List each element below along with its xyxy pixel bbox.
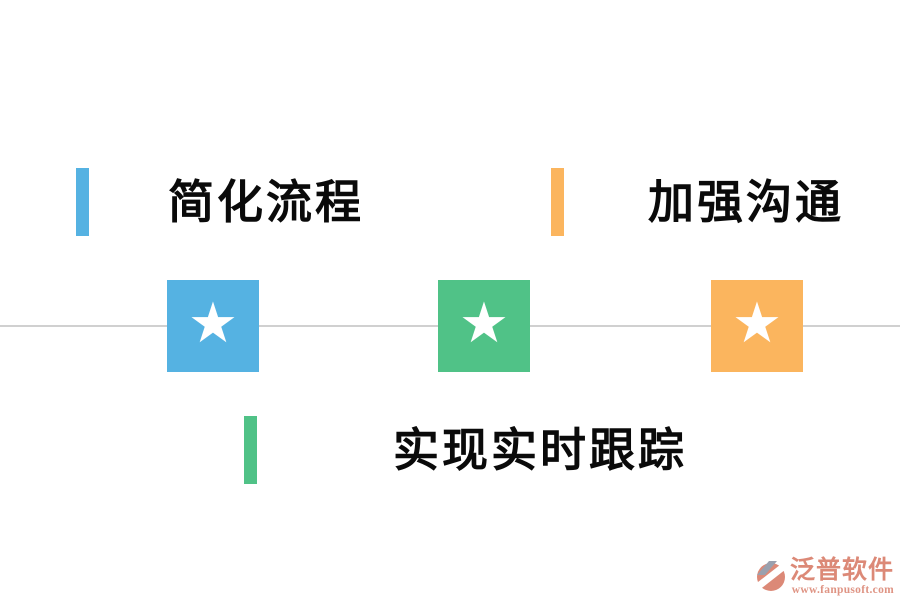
feature-label-simplify-process: 简化流程: [168, 175, 364, 229]
milestone-square-green: ★: [438, 280, 530, 372]
feature-label-realtime-tracking: 实现实时跟踪: [393, 423, 687, 477]
star-icon: ★: [458, 291, 510, 356]
watermark-brand-text: 泛普软件: [789, 555, 894, 584]
watermark-url-text: www.fanpusoft.com: [791, 584, 894, 596]
accent-bar-simplify-process: [76, 168, 89, 236]
fanpu-logo-icon: [749, 558, 792, 598]
accent-bar-realtime-tracking: [244, 416, 257, 484]
milestone-square-blue: ★: [167, 280, 259, 372]
star-icon: ★: [731, 291, 783, 356]
accent-bar-improve-communication: [551, 168, 564, 236]
watermark: 泛普软件 www.fanpusoft.com: [749, 555, 894, 598]
milestone-square-orange: ★: [711, 280, 803, 372]
feature-label-improve-communication: 加强沟通: [648, 175, 844, 229]
star-icon: ★: [187, 291, 239, 356]
